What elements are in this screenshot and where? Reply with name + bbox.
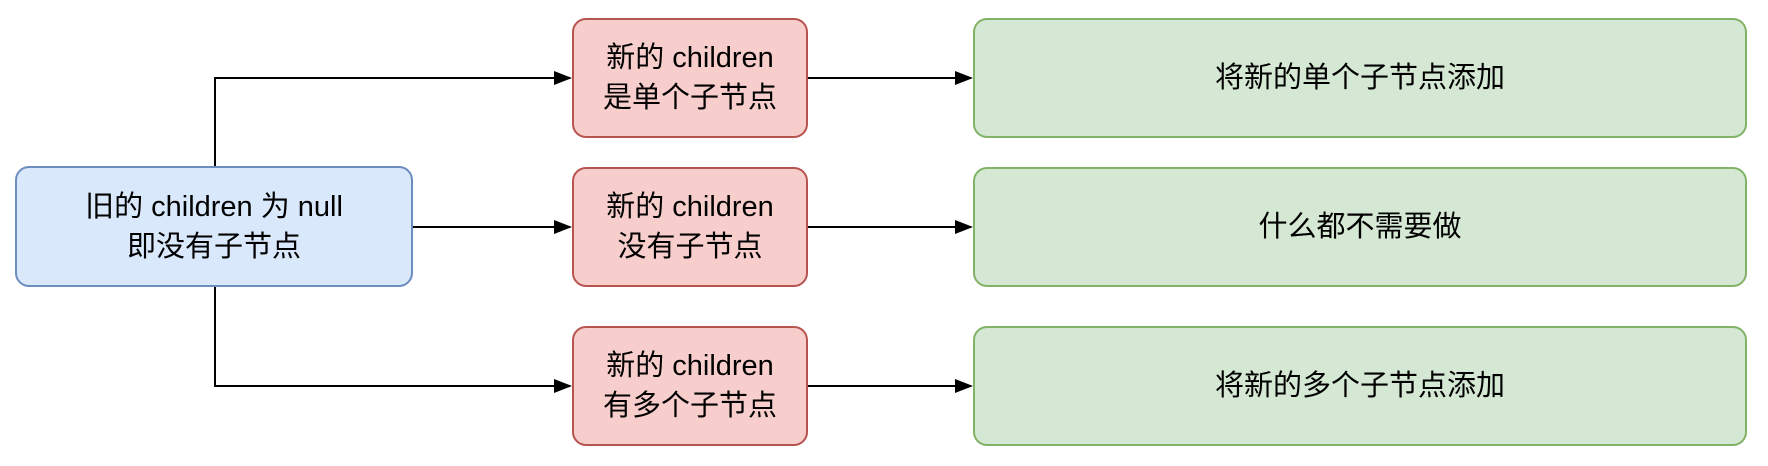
- node-new-children-single: 新的 children 是单个子节点: [572, 18, 808, 138]
- node-label-line: 将新的多个子节点添加: [1214, 370, 1505, 402]
- node-label-line: 旧的 children 为 null: [85, 190, 343, 223]
- node-label-line: 将新的单个子节点添加: [1214, 62, 1505, 94]
- connector-root-to-single-child: [214, 71, 572, 166]
- node-label-line: 有多个子节点: [602, 390, 777, 422]
- node-label-line: 什么都不需要做: [1258, 211, 1462, 243]
- node-label-line: 没有子节点: [617, 231, 763, 263]
- node-label-line: 新的 children: [606, 350, 774, 382]
- node-old-children-null: 旧的 children 为 null 即没有子节点: [15, 166, 413, 287]
- node-label-line: 即没有子节点: [126, 230, 301, 263]
- node-new-children-none: 新的 children 没有子节点: [572, 167, 808, 287]
- connector-root-to-multiple-children: [214, 287, 572, 393]
- node-label-line: 新的 children: [606, 42, 774, 74]
- node-label-line: 新的 children: [606, 191, 774, 223]
- node-label-line: 是单个子节点: [602, 82, 777, 114]
- node-new-children-multiple: 新的 children 有多个子节点: [572, 326, 808, 446]
- node-action-append-multiple-children: 将新的多个子节点添加: [973, 326, 1747, 446]
- node-action-do-nothing: 什么都不需要做: [973, 167, 1747, 287]
- node-action-append-single-child: 将新的单个子节点添加: [973, 18, 1747, 138]
